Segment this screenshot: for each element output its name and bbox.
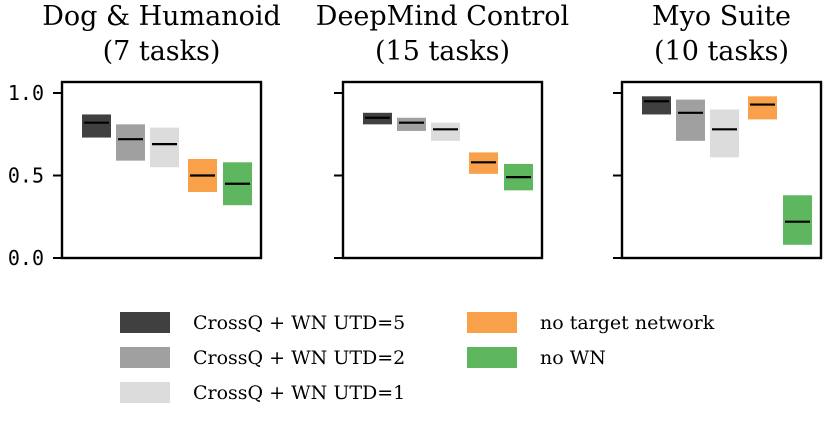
legend-swatch	[467, 347, 517, 368]
legend-label: CrossQ + WN UTD=1	[193, 382, 405, 404]
panel-title-line2: (15 tasks)	[375, 36, 510, 67]
legend-item: CrossQ + WN UTD=5	[120, 312, 405, 334]
box-2	[116, 124, 145, 161]
y-tick-label: 1.0	[8, 81, 44, 105]
panel-title-line1: Dog & Humanoid	[42, 1, 281, 32]
panel-frame	[620, 80, 823, 260]
box-1	[82, 114, 111, 138]
panel-3: Myo Suite (10 tasks)	[613, 1, 823, 260]
legend-item: no target network	[467, 312, 715, 334]
legend-item: CrossQ + WN UTD=1	[120, 382, 405, 404]
box-5	[783, 195, 812, 245]
legend-swatch	[120, 312, 170, 333]
box-1	[642, 96, 671, 115]
y-tick-label: 0.0	[8, 246, 44, 270]
box-4	[748, 96, 777, 120]
legend-swatch	[120, 382, 170, 403]
legend-label: CrossQ + WN UTD=5	[193, 312, 405, 334]
box-3	[431, 122, 460, 141]
panel-1: Dog & Humanoid (7 tasks)	[42, 1, 281, 260]
legend-label: no target network	[540, 312, 715, 334]
legend-label: no WN	[540, 347, 606, 369]
legend-item: no WN	[467, 347, 606, 369]
box-2	[397, 117, 426, 131]
panel-title-line2: (10 tasks)	[654, 36, 789, 67]
panel-2: DeepMind Control (15 tasks)	[316, 1, 569, 260]
panel-title-line2: (7 tasks)	[103, 36, 221, 67]
box-3	[710, 109, 739, 158]
legend-label: CrossQ + WN UTD=2	[193, 347, 405, 369]
panel-title-line1: DeepMind Control	[316, 1, 569, 32]
box-2	[676, 99, 705, 141]
panel-frame	[60, 80, 263, 260]
legend-swatch	[120, 347, 170, 368]
panel-frame	[341, 80, 544, 260]
legend-swatch	[467, 312, 517, 333]
legend-item: CrossQ + WN UTD=2	[120, 347, 405, 369]
y-tick-label: 0.5	[8, 164, 44, 188]
panel-title-line1: Myo Suite	[652, 1, 791, 32]
box-3	[150, 127, 179, 168]
